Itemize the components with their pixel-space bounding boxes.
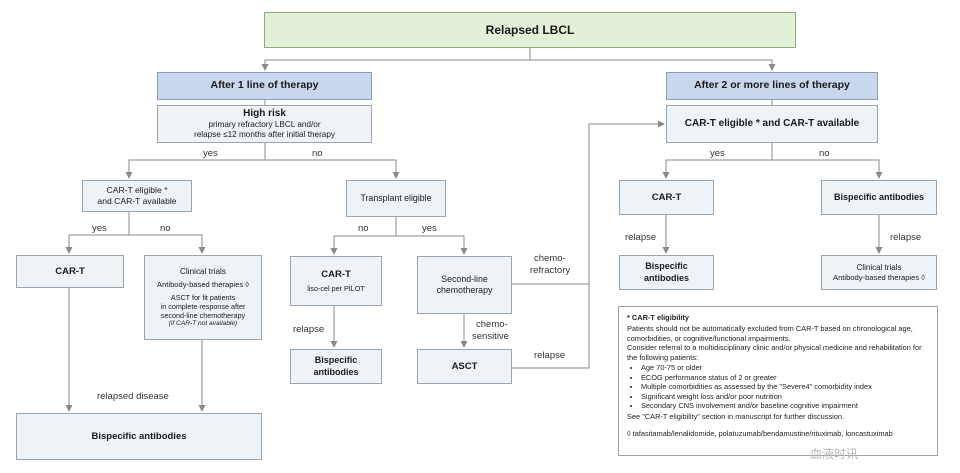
relapsed-disease-label: relapsed disease <box>97 391 169 402</box>
high-risk-line2: relapse ≤12 months after initial therapy <box>193 130 336 140</box>
middle-cart-node: CAR-T liso-cel per PILOT <box>290 256 382 306</box>
root-title: Relapsed LBCL <box>485 22 575 37</box>
clinical-line3: ASCT for fit patients <box>170 292 236 302</box>
asct-label: ASCT <box>451 360 478 372</box>
note-criteria-item: Significant weight loss and/or poor nutr… <box>641 392 929 401</box>
middle-cart-sub: liso-cel per PILOT <box>307 283 365 293</box>
right-relapse-label: relapse <box>625 232 657 243</box>
transplant-eligible-node: Transplant eligible <box>346 180 446 217</box>
right-bispecific-line2: antibodies <box>643 272 689 283</box>
right-clinical-line1: Clinical trials <box>856 262 902 272</box>
left-cart-eligible-line2: and CAR-T available <box>97 196 177 206</box>
left-cart-eligible-line1: CAR-T eligible * <box>106 185 168 196</box>
right-cart-node: CAR-T <box>619 180 714 215</box>
note-see-also: See "CAR-T eligibility" section in manus… <box>627 411 845 421</box>
left-bispecific-label: Bispecific antibodies <box>91 430 187 442</box>
right-yes: yes <box>710 148 725 159</box>
middle-bispecific-line2: antibodies <box>313 366 359 377</box>
right-no: no <box>819 148 830 159</box>
left-cart-label: CAR-T <box>55 265 85 277</box>
watermark: 血液时讯 <box>810 447 859 461</box>
left-clinical-trials-node: Clinical trials Antibody-based therapies… <box>144 255 262 340</box>
right-bispecific-ab-label: Bispecific antibodies <box>833 191 925 202</box>
chemo-refractory-line1: chemo- <box>534 253 566 264</box>
clinical-line6: (if CAR-T not available) <box>168 319 238 327</box>
right-bispecific-node: Bispecific antibodies <box>821 180 937 215</box>
second-line-chemo-node: Second-line chemotherapy <box>417 256 512 314</box>
note-paragraph-2: Consider referral to a multidisciplinary… <box>627 343 922 362</box>
note-criteria-item: Multiple comorbidities as assessed by th… <box>641 382 929 391</box>
right-cart-label: CAR-T <box>651 191 682 203</box>
right-header: After 2 or more lines of therapy <box>666 72 878 100</box>
right-cart-eligible-label: CAR-T eligible * and CAR-T available <box>684 117 860 129</box>
left-header: After 1 line of therapy <box>157 72 372 100</box>
chemo-sensitive-line2: sensitive <box>472 331 509 342</box>
clinical-line4: in complete response after <box>160 301 246 311</box>
right-relapse2-label: relapse <box>890 232 922 243</box>
left-cart-yes: yes <box>92 223 107 234</box>
right-clinical-line2: Antibody-based therapies ◊ <box>833 272 925 282</box>
clinical-line2: Antibody-based therapies ◊ <box>157 280 249 290</box>
middle-bispecific-node: Bispecific antibodies <box>290 349 382 384</box>
note-criteria-item: Age 70-75 or older <box>641 363 929 372</box>
cart-eligibility-note: * CAR-T eligibility Patients should not … <box>618 306 938 456</box>
left-bispecific-node: Bispecific antibodies <box>16 413 262 460</box>
asct-relapse-label: relapse <box>534 350 566 361</box>
second-line-line2: chemotherapy <box>436 285 493 295</box>
right-bispecific-after-cart-node: Bispecific antibodies <box>619 255 714 290</box>
right-bispecific-line1: Bispecific <box>645 261 688 272</box>
high-risk-title: High risk <box>243 107 286 119</box>
right-cart-eligible-node: CAR-T eligible * and CAR-T available <box>666 105 878 143</box>
left-cart-no: no <box>160 223 171 234</box>
root-node: Relapsed LBCL <box>264 12 796 48</box>
note-criteria-list: Age 70-75 or older ECOG performance stat… <box>627 363 929 410</box>
middle-cart-label: CAR-T <box>321 269 351 281</box>
clinical-line1: Clinical trials <box>180 267 226 277</box>
note-title: * CAR-T eligibility <box>627 313 690 322</box>
clinical-line5: second-line chemotherapy <box>160 310 246 320</box>
high-risk-line1: primary refractory LBCL and/or <box>208 120 321 129</box>
note-paragraph-1: Patients should not be automatically exc… <box>627 324 913 343</box>
left-cart-eligible-node: CAR-T eligible * and CAR-T available <box>82 180 192 212</box>
transplant-eligible-label: Transplant eligible <box>360 193 432 203</box>
left-header-label: After 1 line of therapy <box>210 79 319 92</box>
right-clinical-trials-node: Clinical trials Antibody-based therapies… <box>821 255 937 290</box>
note-criteria-item: ECOG performance status of 2 or greater <box>641 373 929 382</box>
high-risk-yes: yes <box>203 148 218 159</box>
high-risk-node: High risk primary refractory LBCL and/or… <box>157 105 372 143</box>
middle-bispecific-line1: Bispecific <box>314 355 358 366</box>
second-line-line1: Second-line <box>441 274 488 285</box>
transplant-yes: yes <box>422 223 437 234</box>
right-header-label: After 2 or more lines of therapy <box>694 79 850 92</box>
transplant-no: no <box>358 223 369 234</box>
note-criteria-item: Secondary CNS involvement and/or baselin… <box>641 401 929 410</box>
left-cart-node: CAR-T <box>16 255 124 288</box>
note-footnote: ◊ tafasitamab/lenalidomide, polatuzumab/… <box>627 429 893 439</box>
asct-node: ASCT <box>417 349 512 384</box>
chemo-sensitive-line1: chemo- <box>476 319 508 330</box>
high-risk-no: no <box>312 148 323 159</box>
chemo-refractory-line2: refractory <box>530 265 571 276</box>
middle-relapse-label: relapse <box>293 324 325 335</box>
